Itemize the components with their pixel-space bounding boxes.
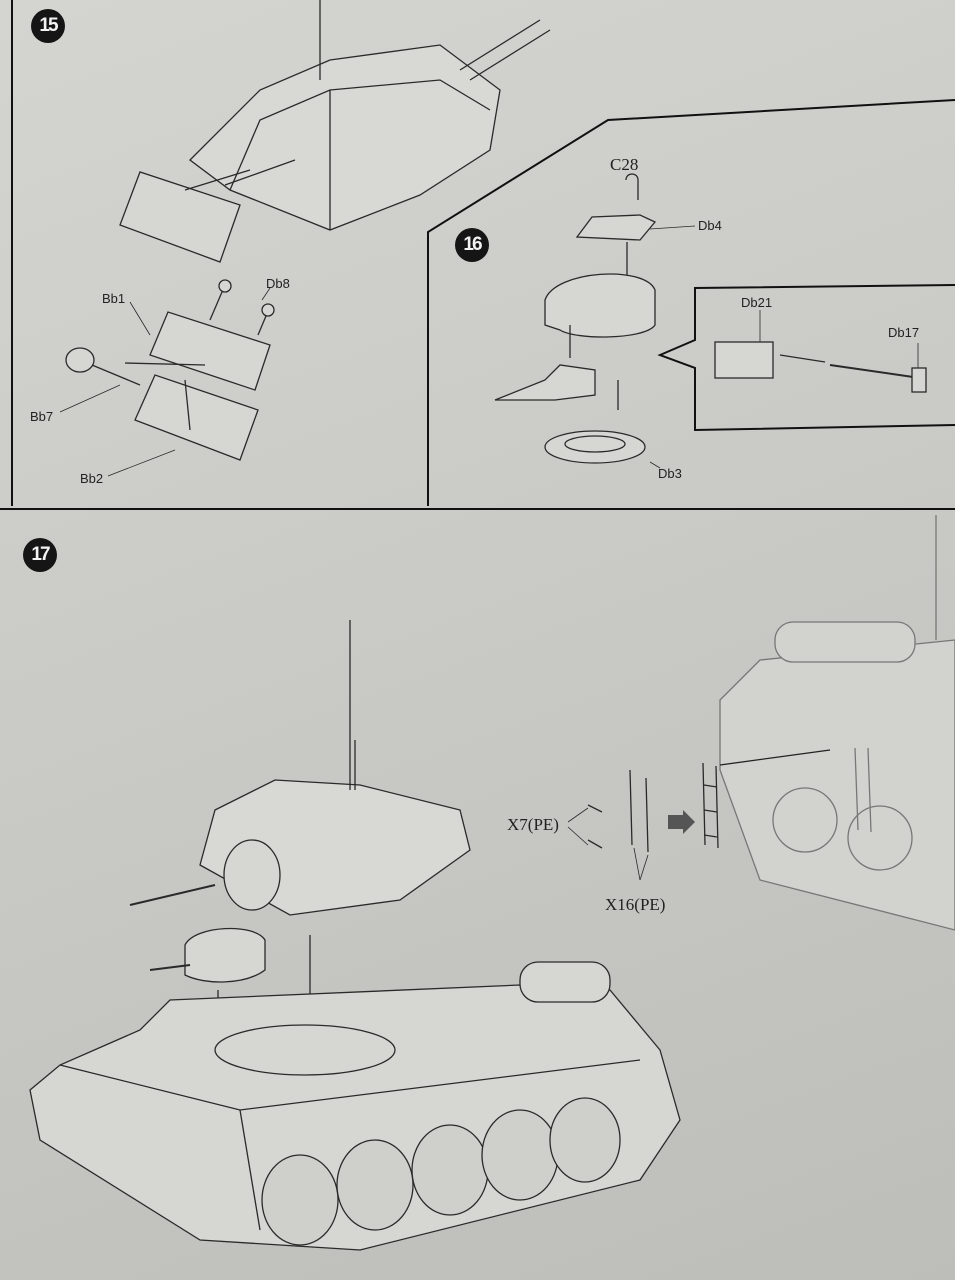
part-label-bb1: Bb1 bbox=[102, 291, 126, 306]
part-label-db3: Db3 bbox=[658, 466, 682, 481]
panel-borders bbox=[0, 0, 955, 510]
part-label-db17: Db17 bbox=[888, 325, 920, 340]
part-label-bb7: Bb7 bbox=[30, 409, 54, 424]
step15-turret-drawing bbox=[119, 0, 551, 263]
part-label-c28: C28 bbox=[610, 155, 639, 174]
step-17-badge: 17 bbox=[23, 538, 57, 572]
part-label-db21: Db21 bbox=[741, 295, 773, 310]
step15-parts-drawing bbox=[59, 279, 275, 477]
part-label-x16-pe: X16(PE) bbox=[605, 895, 666, 914]
part-label-db8: Db8 bbox=[266, 276, 290, 291]
part-label-x7-pe: X7(PE) bbox=[507, 815, 559, 834]
part-label-bb2: Bb2 bbox=[80, 471, 104, 486]
step16-drawing bbox=[494, 173, 927, 469]
step-15-badge: 15 bbox=[31, 9, 65, 43]
step17-drawing bbox=[29, 515, 955, 1251]
step-16-badge: 16 bbox=[455, 228, 489, 262]
part-label-db4: Db4 bbox=[698, 218, 722, 233]
